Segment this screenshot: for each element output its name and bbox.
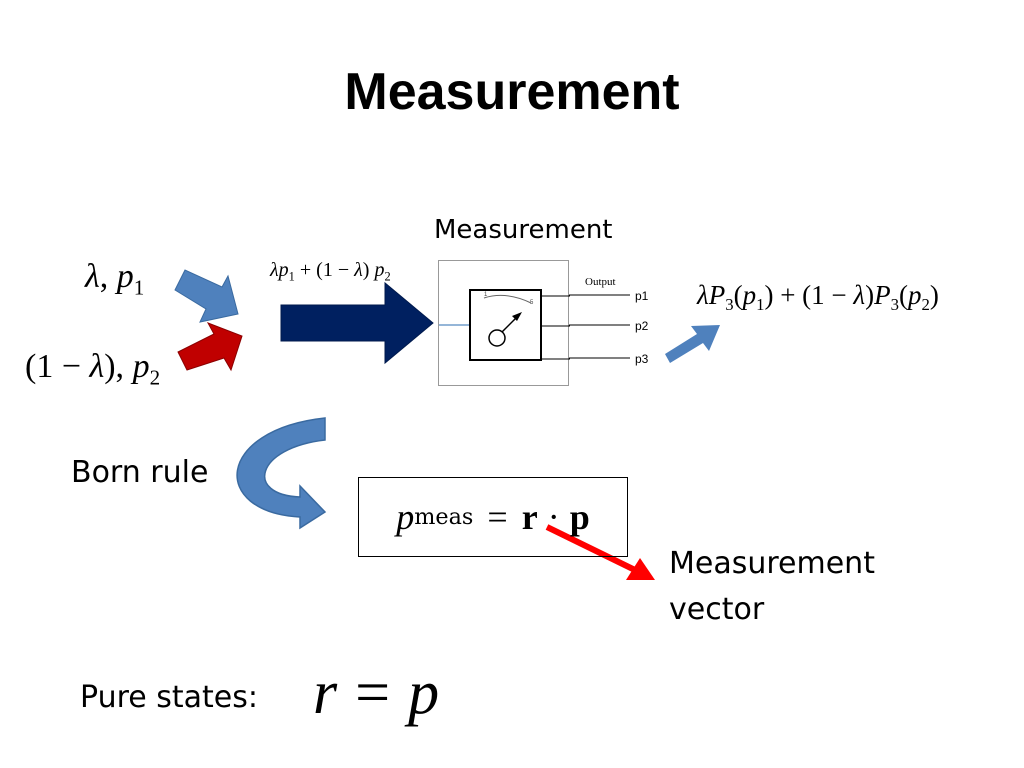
- input-state-2: (1 − λ), p2: [25, 348, 161, 390]
- slide-title: Measurement: [344, 63, 680, 121]
- meter-scale-arc: [483, 294, 532, 304]
- measurement-vector-pointer: [545, 524, 639, 574]
- meter-scale-low: 1: [484, 292, 488, 298]
- pure-states-label: Pure states:: [80, 680, 258, 715]
- pure-states-equation: r=p: [313, 659, 440, 727]
- input-arrow-red: [177, 322, 243, 372]
- device-label: Measurement: [434, 215, 613, 245]
- output-distribution: λP3(p1) + (1 − λ)P3(p2): [697, 280, 939, 314]
- meter-frame: [469, 289, 542, 361]
- born-rule-curved-arrow: [236, 417, 327, 530]
- device-diagram: 1 5: [439, 289, 570, 361]
- meter-needle-hub: [488, 329, 506, 347]
- meter-scale-high: 5: [530, 300, 534, 306]
- input-arrow-blue: [174, 269, 239, 323]
- born-rule-label: Born rule: [71, 455, 209, 490]
- input-state-1: λ, p1: [85, 258, 145, 300]
- combined-arrow-navy: [280, 281, 434, 365]
- mixed-state: λp1 + (1 − λ) p2: [270, 259, 391, 284]
- measurement-device: 1 5: [438, 260, 570, 386]
- output-arrow-blue: [665, 325, 720, 363]
- measurement-vector-label: Measurement vector: [669, 546, 875, 627]
- measurement-vector-arrowhead: [626, 558, 655, 580]
